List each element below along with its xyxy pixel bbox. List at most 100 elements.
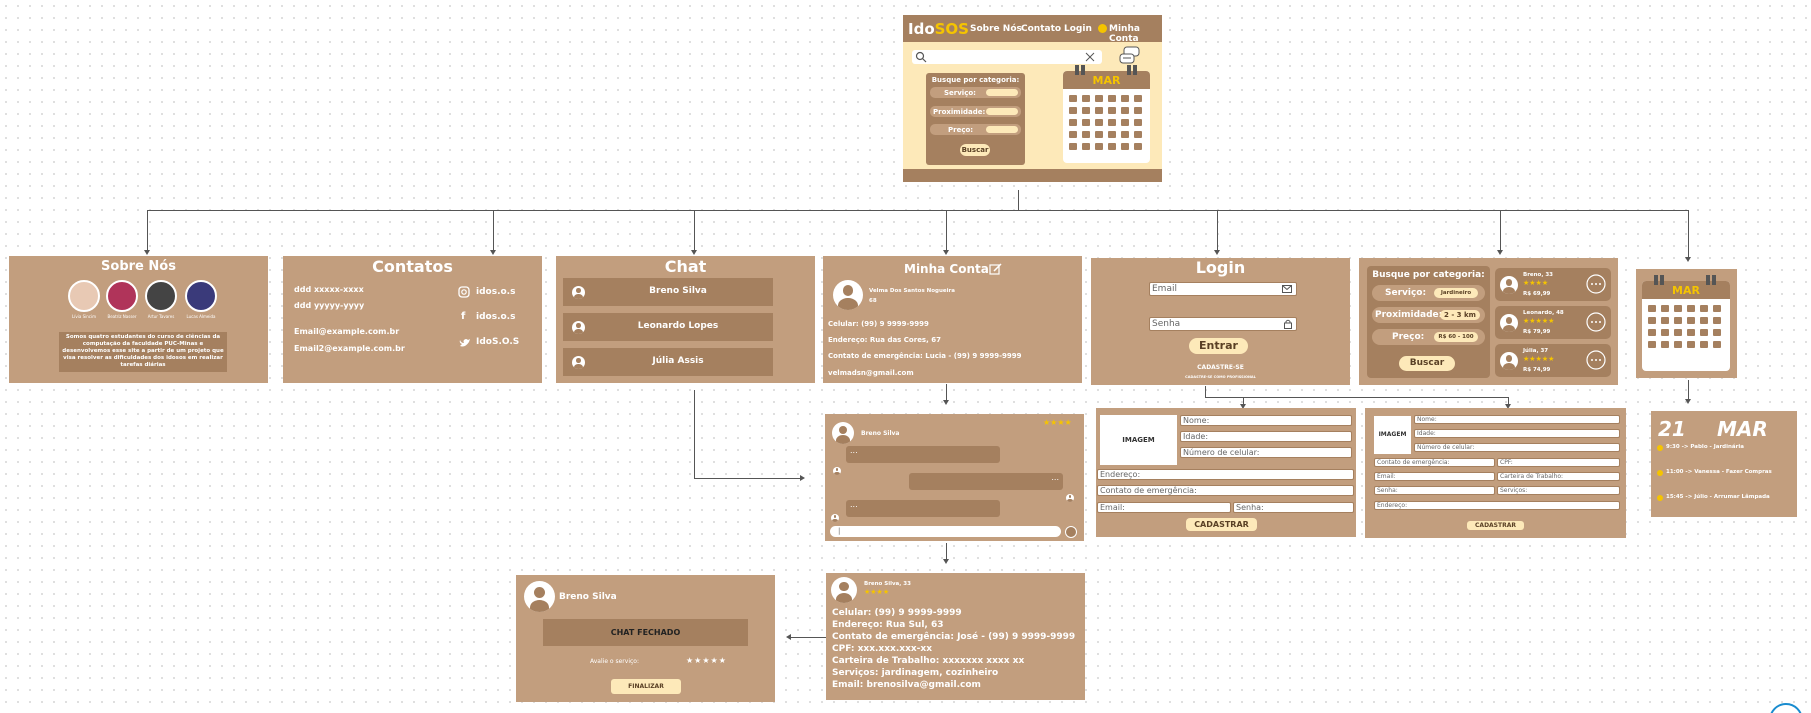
logo[interactable]: IdoSOS bbox=[908, 20, 969, 38]
filter-value-input[interactable] bbox=[986, 108, 1018, 115]
password-field[interactable]: Senha: bbox=[1233, 502, 1354, 513]
email-text[interactable]: Email@example.com.br bbox=[294, 327, 400, 336]
work-card-field[interactable]: Carteira de Trabalho: bbox=[1497, 472, 1620, 481]
calendar-day-cell[interactable] bbox=[1095, 107, 1103, 114]
filter-value[interactable]: 2 - 3 km bbox=[1440, 310, 1480, 320]
nav-login[interactable]: Login bbox=[1064, 24, 1092, 34]
edit-icon[interactable] bbox=[989, 263, 1002, 276]
chat-contact[interactable]: Júlia Assis bbox=[563, 348, 773, 376]
facebook-icon[interactable]: f bbox=[461, 311, 466, 322]
calendar-day-cell[interactable] bbox=[1121, 95, 1129, 102]
calendar-day-cell[interactable] bbox=[1108, 95, 1116, 102]
calendar-day-cell[interactable] bbox=[1661, 341, 1669, 348]
calendar-day-cell[interactable] bbox=[1687, 305, 1695, 312]
calendar-day-cell[interactable] bbox=[1700, 317, 1708, 324]
calendar-day-cell[interactable] bbox=[1082, 131, 1090, 138]
age-field[interactable]: Idade: bbox=[1180, 431, 1352, 442]
calendar-day-cell[interactable] bbox=[1687, 341, 1695, 348]
calendar-day-cell[interactable] bbox=[1687, 329, 1695, 336]
calendar-day-cell[interactable] bbox=[1121, 107, 1129, 114]
chat-bubble-icon[interactable] bbox=[1585, 349, 1607, 371]
email-field[interactable]: Email: bbox=[1374, 472, 1495, 481]
twitter-icon[interactable] bbox=[459, 338, 471, 348]
calendar-day-cell[interactable] bbox=[1700, 329, 1708, 336]
age-field[interactable]: Idade: bbox=[1414, 429, 1620, 438]
chat-contact[interactable]: Breno Silva bbox=[563, 278, 773, 306]
phone-field[interactable]: Número de celular: bbox=[1414, 443, 1620, 452]
result-card[interactable]: Breno, 33 ★★★★ R$ 69,99 bbox=[1495, 268, 1611, 301]
close-icon[interactable] bbox=[1085, 52, 1095, 62]
phone-field[interactable]: Número de celular: bbox=[1180, 447, 1352, 458]
social-handle[interactable]: IdoS.O.S bbox=[476, 337, 520, 347]
nav-minha-conta[interactable]: Minha Conta bbox=[1109, 24, 1140, 44]
email-text[interactable]: Email2@example.com.br bbox=[294, 344, 405, 353]
search-button[interactable]: Buscar bbox=[960, 144, 990, 156]
calendar-widget[interactable]: MAR bbox=[1063, 65, 1150, 163]
help-widget-icon[interactable] bbox=[1769, 703, 1803, 713]
social-handle[interactable]: idos.o.s bbox=[476, 287, 516, 297]
calendar-day-cell[interactable] bbox=[1648, 329, 1656, 336]
calendar-day-cell[interactable] bbox=[1095, 95, 1103, 102]
calendar-day-cell[interactable] bbox=[1713, 305, 1721, 312]
calendar-day-cell[interactable] bbox=[1648, 305, 1656, 312]
chat-bubble-icon[interactable] bbox=[1585, 273, 1607, 295]
filter-value[interactable]: Jardineiro bbox=[1434, 288, 1478, 298]
calendar-day-cell[interactable] bbox=[1687, 317, 1695, 324]
enter-button[interactable]: Entrar bbox=[1189, 338, 1248, 354]
rating-stars-input[interactable]: ★★★★★ bbox=[686, 656, 727, 665]
search-input[interactable] bbox=[912, 50, 1102, 64]
address-field[interactable]: Endereço: bbox=[1097, 469, 1354, 480]
calendar-day-cell[interactable] bbox=[1095, 131, 1103, 138]
result-card[interactable]: Júlia, 37 ★★★★★ R$ 74,99 bbox=[1495, 344, 1611, 377]
calendar-day-cell[interactable] bbox=[1108, 119, 1116, 126]
calendar-day-cell[interactable] bbox=[1661, 317, 1669, 324]
emergency-field[interactable]: Contato de emergência: bbox=[1374, 458, 1495, 467]
calendar-day-cell[interactable] bbox=[1069, 131, 1077, 138]
nav-sobre[interactable]: Sobre Nós bbox=[970, 24, 1022, 34]
send-icon[interactable] bbox=[1065, 526, 1077, 538]
message-input[interactable]: | bbox=[830, 526, 1061, 537]
calendar-day-cell[interactable] bbox=[1108, 107, 1116, 114]
calendar-day-cell[interactable] bbox=[1134, 143, 1142, 150]
calendar-day-cell[interactable] bbox=[1648, 341, 1656, 348]
filter-value[interactable]: R$ 60 - 100 bbox=[1434, 332, 1478, 342]
agenda-item[interactable]: 11:00 -> Vanessa - Fazer Compras bbox=[1666, 469, 1772, 475]
calendar-day-cell[interactable] bbox=[1082, 107, 1090, 114]
calendar-day-cell[interactable] bbox=[1648, 317, 1656, 324]
calendar-day-cell[interactable] bbox=[1674, 317, 1682, 324]
address-field[interactable]: Endereço: bbox=[1374, 501, 1620, 510]
calendar-day-cell[interactable] bbox=[1108, 131, 1116, 138]
calendar-widget[interactable]: MAR bbox=[1642, 275, 1730, 371]
email-field[interactable]: Email bbox=[1149, 282, 1297, 296]
calendar-day-cell[interactable] bbox=[1069, 143, 1077, 150]
calendar-day-cell[interactable] bbox=[1674, 305, 1682, 312]
search-button[interactable]: Buscar bbox=[1399, 356, 1455, 371]
signup-pro-link[interactable]: CADASTRE-SE COMO PROFISSIONAL bbox=[1185, 375, 1256, 379]
calendar-day-cell[interactable] bbox=[1674, 341, 1682, 348]
calendar-day-cell[interactable] bbox=[1121, 143, 1129, 150]
chat-icon[interactable] bbox=[1119, 46, 1141, 66]
calendar-day-cell[interactable] bbox=[1121, 131, 1129, 138]
filter-value-input[interactable] bbox=[986, 126, 1018, 133]
calendar-day-cell[interactable] bbox=[1674, 329, 1682, 336]
chat-bubble-icon[interactable] bbox=[1585, 311, 1607, 333]
nav-contato[interactable]: Contato bbox=[1021, 24, 1062, 34]
calendar-day-cell[interactable] bbox=[1082, 143, 1090, 150]
calendar-day-cell[interactable] bbox=[1082, 95, 1090, 102]
calendar-day-cell[interactable] bbox=[1082, 119, 1090, 126]
calendar-day-cell[interactable] bbox=[1713, 317, 1721, 324]
calendar-day-cell[interactable] bbox=[1134, 107, 1142, 114]
social-handle[interactable]: idos.o.s bbox=[476, 312, 516, 322]
calendar-day-cell[interactable] bbox=[1661, 305, 1669, 312]
calendar-day-cell[interactable] bbox=[1121, 119, 1129, 126]
calendar-day-cell[interactable] bbox=[1069, 95, 1077, 102]
register-button[interactable]: CADASTRAR bbox=[1467, 521, 1524, 530]
calendar-day-cell[interactable] bbox=[1713, 329, 1721, 336]
password-field[interactable]: Senha: bbox=[1374, 486, 1495, 495]
cpf-field[interactable]: CPF: bbox=[1497, 458, 1620, 467]
calendar-day-cell[interactable] bbox=[1095, 143, 1103, 150]
calendar-day-cell[interactable] bbox=[1134, 131, 1142, 138]
finish-button[interactable]: FINALIZAR bbox=[611, 679, 681, 694]
image-placeholder[interactable]: IMAGEM bbox=[1100, 415, 1177, 465]
email-field[interactable]: Email: bbox=[1097, 502, 1231, 513]
